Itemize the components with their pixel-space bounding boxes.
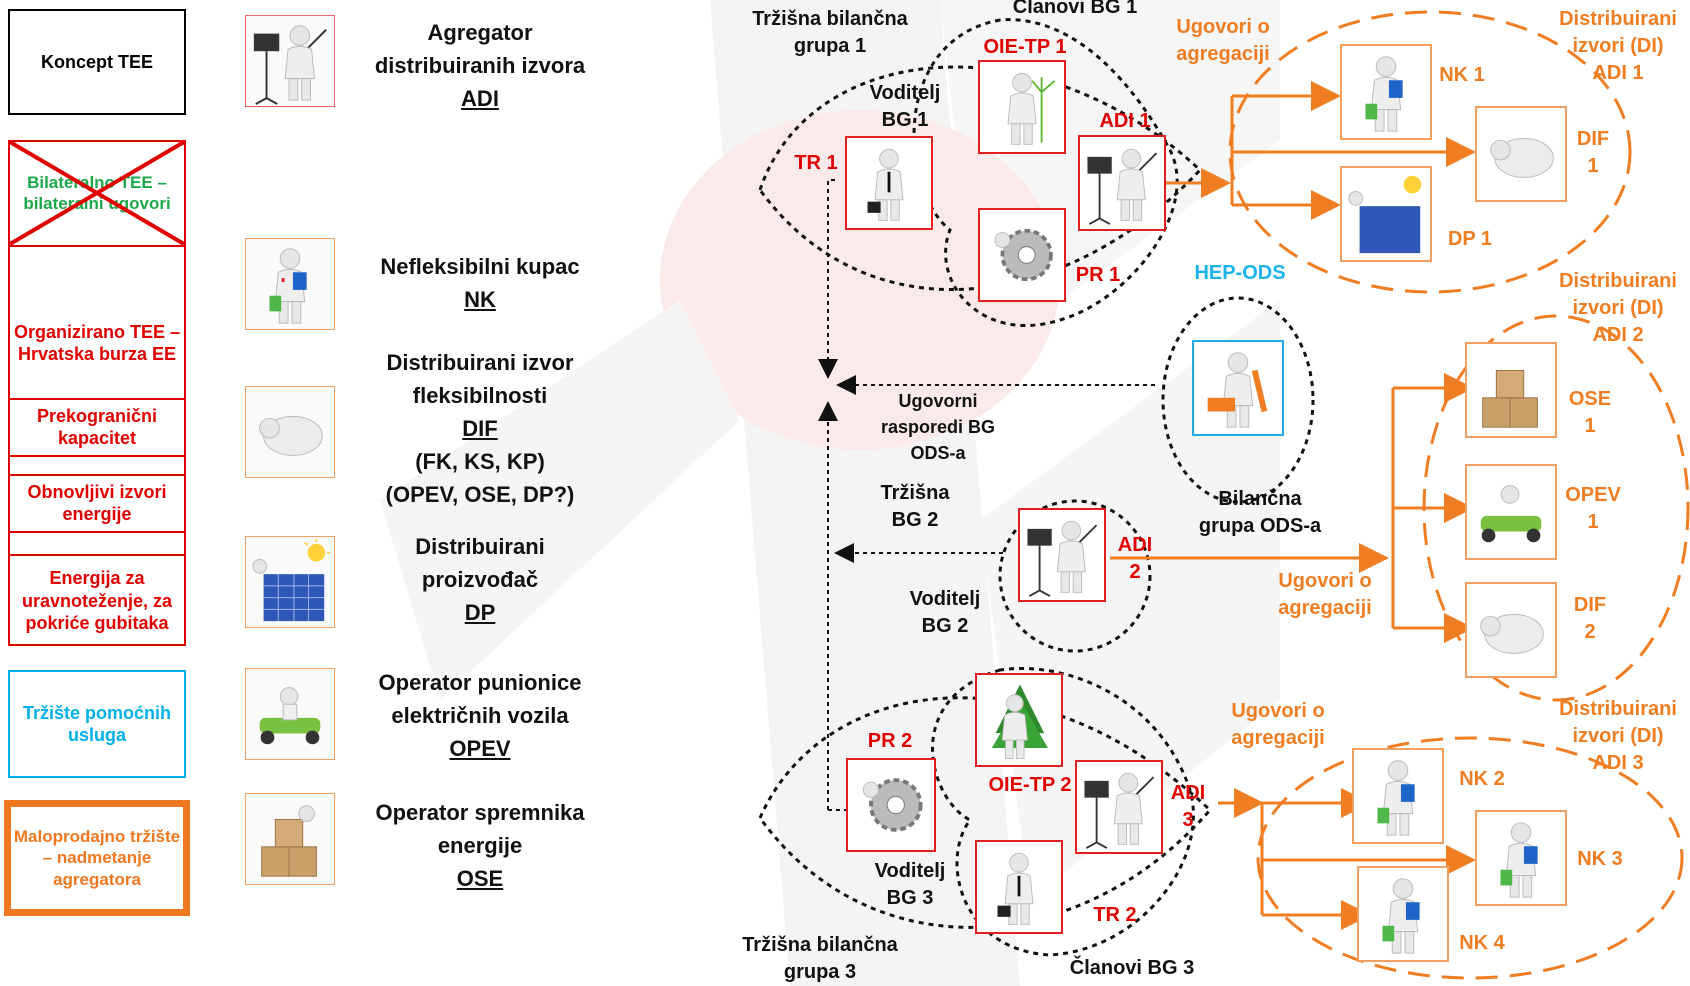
definition-dif: Distribuirani izvor fleksibilnosti DIF (… [385, 350, 575, 507]
bg2-circle [998, 499, 1152, 653]
bg3-lens [758, 696, 1213, 929]
adi1-label: ADI 1 [1099, 110, 1151, 132]
nk1-node [1340, 44, 1432, 140]
tr1-label: TR 1 [794, 152, 838, 174]
nk3-label: NK 3 [1577, 848, 1623, 870]
legend-market-stack [8, 140, 186, 646]
oie-tp2-label: OIE-TP 2 [988, 774, 1072, 796]
adi2-node [1018, 508, 1106, 602]
dif1-node [1475, 106, 1567, 202]
tr2-label: TR 2 [1093, 904, 1137, 926]
definition-opev: Operator punionice električnih vozila OP… [378, 670, 582, 761]
pr1-node [978, 208, 1066, 302]
definition-nk: Nefleksibilni kupac NK [380, 254, 580, 312]
dp1-node [1340, 166, 1432, 262]
legend-organized: Organizirano TEE – Hrvatska burza EE [13, 321, 181, 365]
nk1-label: NK 1 [1439, 64, 1485, 86]
shopper-icon [245, 238, 335, 330]
nk4-label: NK 4 [1459, 932, 1505, 954]
legend-balancing: Energija za uravnoteženje, za pokriće gu… [21, 568, 173, 634]
di1-ellipse [1228, 10, 1632, 294]
pr2-node [846, 758, 936, 852]
oie-tp1-node [978, 60, 1066, 154]
dif2-node [1465, 582, 1557, 678]
pr2-label: PR 2 [867, 730, 913, 752]
di2-ellipse [1422, 314, 1690, 702]
oie-tp2-node [975, 673, 1063, 767]
storage-boxes-icon [245, 793, 335, 885]
definition-adi: Agregator distribuiranih izvora ADI [374, 20, 586, 111]
pr1-label: PR 1 [1075, 264, 1121, 286]
nk2-label: NK 2 [1459, 768, 1505, 790]
bg1-lens [758, 65, 1203, 291]
legend-concept: Koncept TEE [8, 9, 186, 115]
opev1-node [1465, 464, 1557, 560]
nk4-node [1357, 866, 1449, 962]
ose1-node [1465, 342, 1557, 438]
legend-renewables: Obnovljivi izvori energije [27, 481, 167, 525]
conductor-icon [245, 15, 335, 107]
oie-tp1-label: OIE-TP 1 [983, 36, 1067, 58]
hep-ods-label: HEP-ODS [1194, 262, 1286, 284]
resting-figure-icon [245, 386, 335, 478]
definition-ose: Operator spremnika energije OSE [375, 800, 585, 891]
members-bg3-label: Članovi BG 3 [1069, 957, 1195, 979]
crossed-out-mark [8, 140, 186, 246]
members-bg1-label: Članovi BG 1 [1012, 0, 1138, 18]
legend-bilateral: Bilateralno TEE – bilateralni ugovori [23, 172, 171, 213]
ods-ellipse [1161, 296, 1315, 504]
di3-ellipse [1256, 736, 1684, 980]
nk3-node [1475, 810, 1567, 906]
ev-car-icon [245, 668, 335, 760]
legend-retail: Maloprodajno tržište – nadmetanje agrega… [4, 800, 190, 916]
adi1-node [1078, 135, 1166, 231]
dp1-label: DP 1 [1447, 228, 1493, 250]
ods-node [1192, 340, 1284, 436]
definition-dp: Distribuirani proizvođač DP [415, 534, 545, 625]
solar-panel-icon [245, 536, 335, 628]
nk2-node [1352, 748, 1444, 844]
adi3-node [1075, 760, 1163, 854]
tr2-node [975, 840, 1063, 934]
legend-ancillary: Tržište pomoćnih usluga [8, 670, 186, 778]
tr1-node [845, 136, 933, 230]
legend-crossborder: Prekogranični kapacitet [36, 405, 158, 449]
